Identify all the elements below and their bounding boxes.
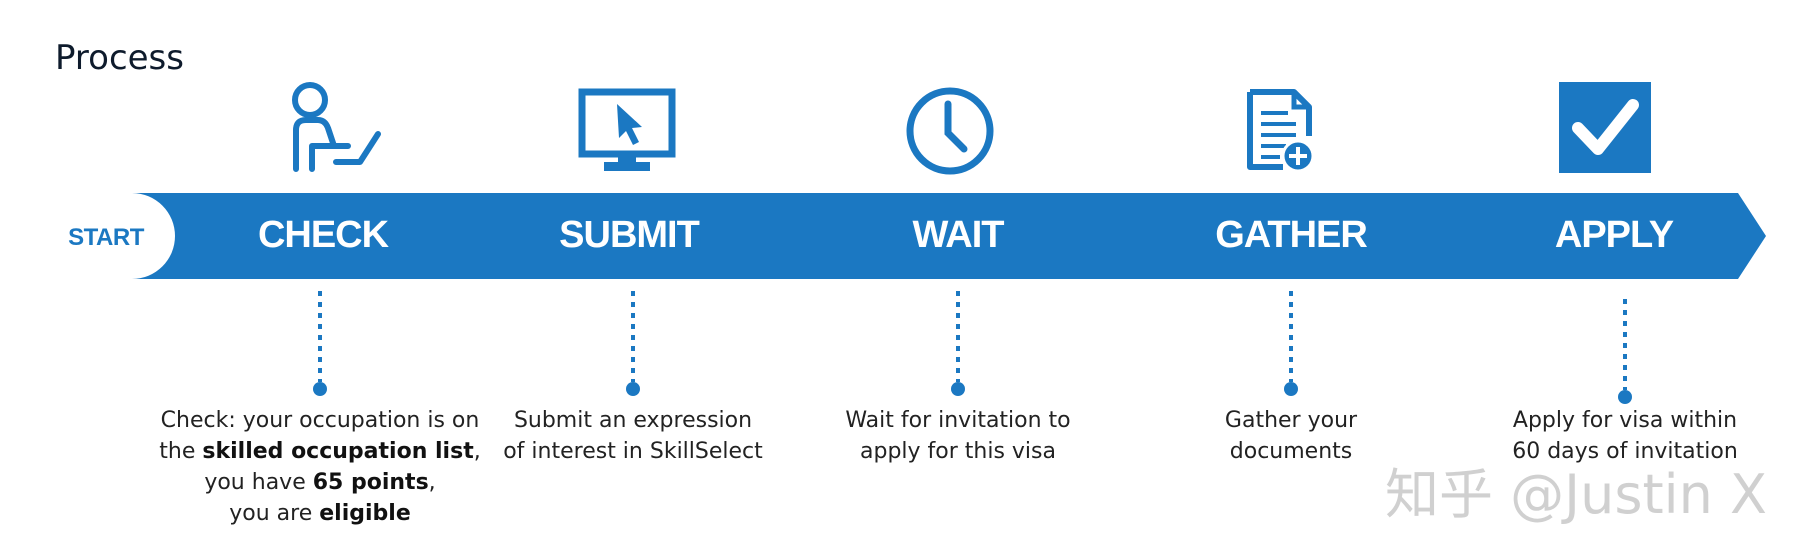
description-emphasis: skilled occupation list [202,439,474,464]
description-line: documents [1151,436,1431,467]
step-description-submit: Submit an expression of interest in Skill… [473,405,793,467]
description-text: Apply for visa within [1512,408,1738,433]
monitor-cursor-icon [578,88,676,171]
step-label-gather: GATHER [1215,214,1367,256]
connector-dot-gather [1284,382,1298,396]
person-laptop-icon [292,82,381,172]
connector-dot-wait [951,382,965,396]
connector-dot-check [313,382,327,396]
step-description-apply: Apply for visa within 60 days of invitati… [1475,405,1775,467]
description-line: Gather your [1151,405,1431,436]
connector-dot-submit [626,382,640,396]
watermark: 知乎 @Justin X [1385,463,1768,526]
timeline-arrow [132,193,1766,279]
description-text: Submit an expression [513,408,753,433]
description-line: of interest in SkillSelect [473,436,793,467]
step-description-gather: Gather your documents [1151,405,1431,467]
step-description-check: Check: your occupation is on the skilled … [150,405,490,529]
description-line: 60 days of invitation [1475,436,1775,467]
description-text: documents [1229,439,1353,464]
document-add-icon [1247,89,1315,173]
description-text: of interest in SkillSelect [503,439,763,464]
description-emphasis: eligible [319,501,411,526]
description-line: you are eligible [150,498,490,529]
step-label-wait: WAIT [913,214,1005,256]
description-text: , [473,439,481,464]
step-label-apply: APPLY [1555,214,1674,256]
description-line: apply for this visa [803,436,1113,467]
step-label-submit: SUBMIT [559,214,699,256]
description-line: Wait for invitation to [803,405,1113,436]
description-line: Submit an expression [473,405,793,436]
description-text: , [428,470,436,495]
description-line: Apply for visa within [1475,405,1775,436]
connectors [318,291,1627,390]
clock-icon [906,87,994,175]
connector-dot-apply [1618,390,1632,404]
step-label-check: CHECK [258,214,390,256]
description-text: Wait for invitation to [845,408,1071,433]
description-text: you have [204,470,313,495]
description-text: apply for this visa [860,439,1056,464]
description-line: you have 65 points, [150,467,490,498]
description-line: Check: your occupation is on [150,405,490,436]
description-text: you are [229,501,320,526]
description-text: 60 days of invitation [1512,439,1738,464]
step-description-wait: Wait for invitation to apply for this vis… [803,405,1113,467]
description-text: the [159,439,203,464]
description-text: Check: your occupation is on [160,408,480,433]
description-emphasis: 65 points [312,470,429,495]
checkbox-icon [1559,82,1651,173]
description-line: the skilled occupation list, [150,436,490,467]
description-text: Gather your [1224,408,1358,433]
start-label: START [68,224,145,251]
page-title: Process [55,38,184,78]
